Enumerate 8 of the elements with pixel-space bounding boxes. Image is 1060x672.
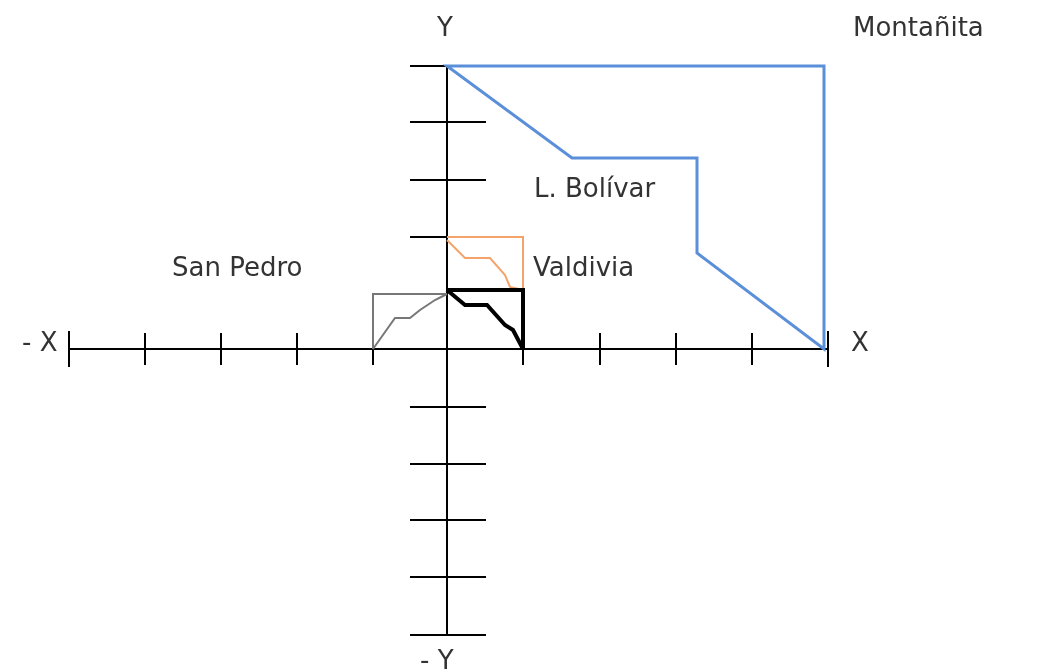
- axis-label: X: [851, 327, 869, 357]
- region-label: San Pedro: [172, 252, 303, 282]
- region-label: Valdivia: [533, 252, 635, 282]
- axis-label: - Y: [420, 645, 454, 672]
- region-label: L. Bolívar: [534, 173, 656, 203]
- region-label: Montañita: [853, 12, 984, 42]
- axis-label: - X: [22, 327, 58, 357]
- axis-label: Y: [437, 12, 453, 42]
